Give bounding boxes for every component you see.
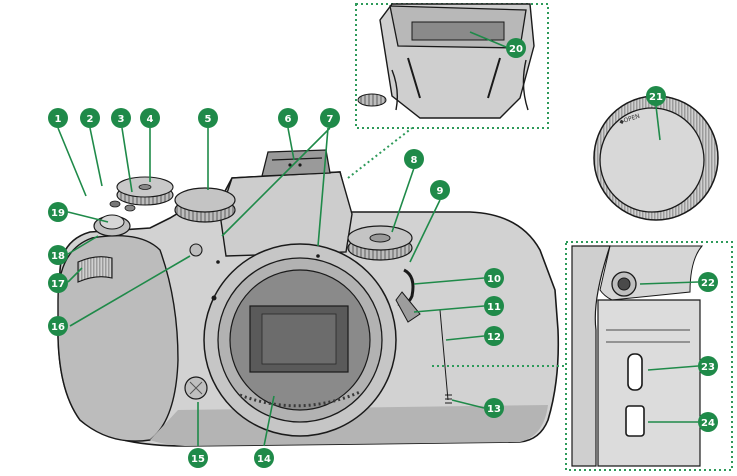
svg-text:17: 17 <box>51 279 65 290</box>
callout-22: 22 <box>698 272 718 292</box>
svg-text:22: 22 <box>701 278 715 289</box>
svg-text:12: 12 <box>487 332 501 343</box>
callout-3: 3 <box>111 108 131 128</box>
callout-24: 24 <box>698 412 718 432</box>
callout-8: 8 <box>404 149 424 169</box>
callout-12: 12 <box>484 326 504 346</box>
callout-10: 10 <box>484 268 504 288</box>
callout-19: 19 <box>48 202 68 222</box>
svg-text:19: 19 <box>51 208 65 219</box>
lens-signal-contacts <box>239 390 361 408</box>
hot-shoe-rail <box>271 157 323 161</box>
svg-text:13: 13 <box>487 404 501 415</box>
svg-text:3: 3 <box>118 114 125 125</box>
camera-body <box>57 149 560 447</box>
svg-text:15: 15 <box>191 454 205 465</box>
svg-text:23: 23 <box>701 362 715 373</box>
svg-text:10: 10 <box>487 274 501 285</box>
af-assist-lamp <box>189 243 203 257</box>
svg-text:20: 20 <box>509 44 523 55</box>
callout-13: 13 <box>484 398 504 418</box>
callout-1: 1 <box>48 108 68 128</box>
callout-18: 18 <box>48 245 68 265</box>
svg-text:21: 21 <box>649 92 663 103</box>
svg-text:14: 14 <box>257 454 271 465</box>
callout-2: 2 <box>80 108 100 128</box>
svg-text:4: 4 <box>147 114 154 125</box>
callout-6: 6 <box>278 108 298 128</box>
hdmi-port <box>625 405 645 437</box>
callout-7: 7 <box>320 108 340 128</box>
svg-text:11: 11 <box>487 302 501 313</box>
callout-20: 20 <box>506 38 526 58</box>
usb-c-port <box>627 353 643 391</box>
callout-9: 9 <box>430 180 450 200</box>
camera-grip <box>57 235 179 442</box>
leader-lines <box>57 31 699 447</box>
svg-text:8: 8 <box>411 155 418 166</box>
terminal-cover-edge <box>439 309 449 401</box>
svg-text:7: 7 <box>327 114 334 125</box>
svg-text:24: 24 <box>701 418 715 429</box>
callout-15: 15 <box>188 448 208 468</box>
front-command-dial <box>77 256 113 283</box>
svg-text:18: 18 <box>51 251 65 262</box>
svg-text:6: 6 <box>285 114 292 125</box>
inset-connector-top <box>347 127 413 179</box>
viewfinder-hump <box>219 171 353 257</box>
svg-text:9: 9 <box>437 186 444 197</box>
callout-11: 11 <box>484 296 504 316</box>
svg-text:16: 16 <box>51 322 65 333</box>
callout-badges: 1 2 3 4 5 6 7 8 9 10 11 12 13 14 15 16 1… <box>48 38 718 468</box>
callout-5: 5 <box>198 108 218 128</box>
callout-23: 23 <box>698 356 718 376</box>
callout-17: 17 <box>48 273 68 293</box>
body-cap-inset: ◆OPEN <box>593 95 719 221</box>
callout-4: 4 <box>140 108 160 128</box>
callout-14: 14 <box>254 448 274 468</box>
svg-text:2: 2 <box>87 114 94 125</box>
svg-text:1: 1 <box>55 114 62 125</box>
viewfinder-inset <box>355 3 549 129</box>
callout-16: 16 <box>48 316 68 336</box>
callout-21: 21 <box>646 86 666 106</box>
svg-text:5: 5 <box>205 114 212 125</box>
